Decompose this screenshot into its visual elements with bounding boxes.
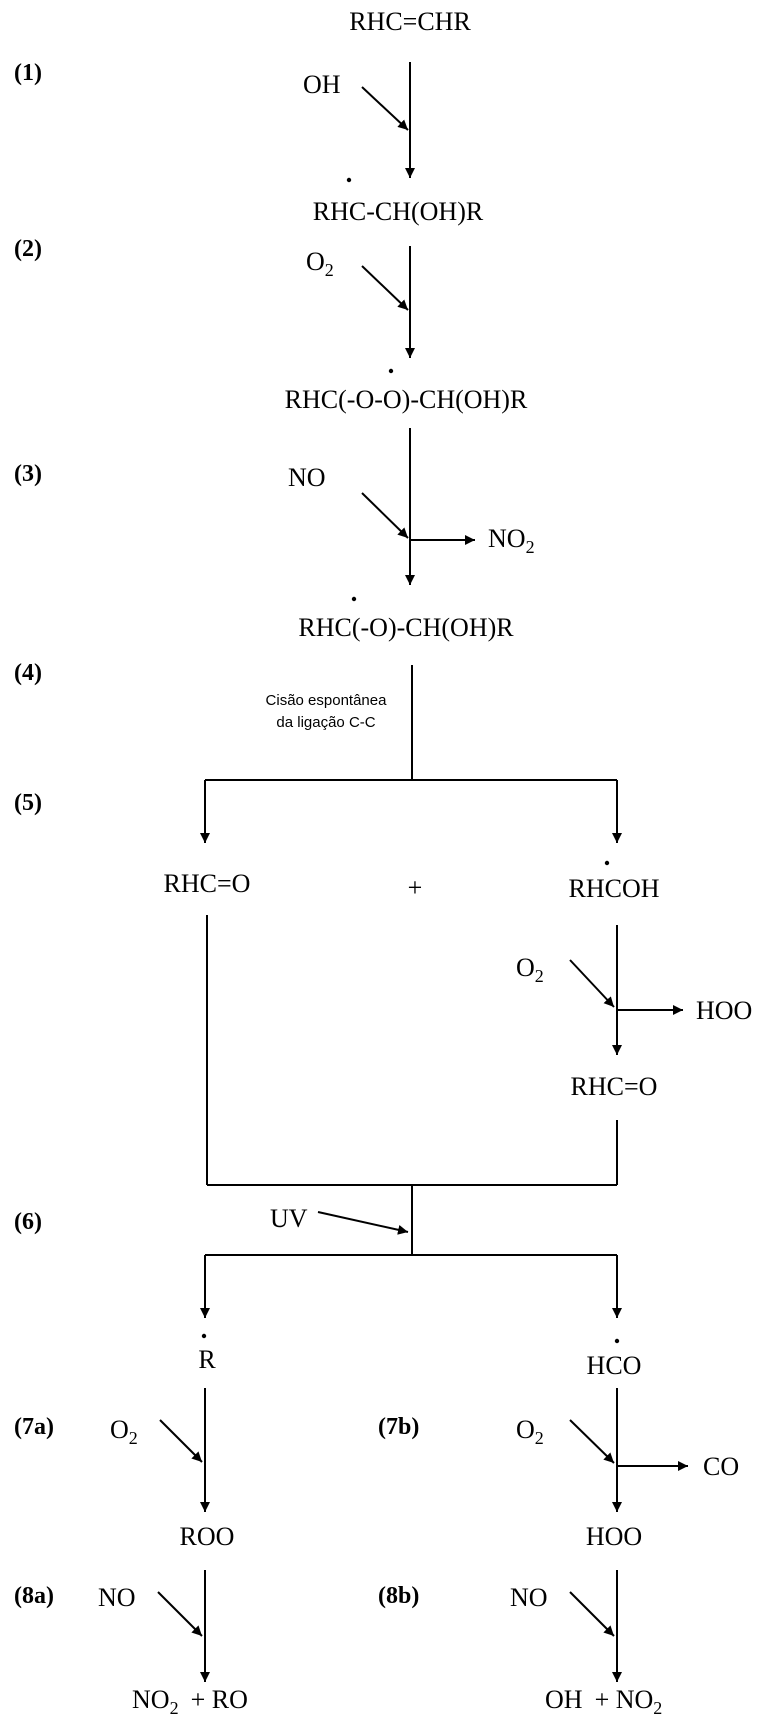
- products-8b: OH+ NO2: [545, 1685, 662, 1715]
- radical-dot: [604, 860, 610, 866]
- uv-label: UV: [270, 1204, 308, 1233]
- no-reagent-label-8b: NO: [510, 1583, 548, 1612]
- hydroxyalkyl-radical-label: RHC-CH(OH)R: [313, 197, 484, 226]
- step-label-6: (6): [14, 1209, 42, 1235]
- arrow-oh-attack: [361, 86, 409, 131]
- aldehyde-left-label: RHC=O: [164, 869, 251, 898]
- arrow-no-8b: [569, 1591, 615, 1637]
- no-reagent-label-8a: NO: [98, 1583, 136, 1612]
- arrow-o2-7a: [159, 1419, 203, 1463]
- hoo-product-label: HOO: [696, 996, 752, 1025]
- step-label-2: (2): [14, 236, 42, 262]
- r-radical-label: R: [198, 1345, 216, 1374]
- step-label-8b: (8b): [378, 1583, 419, 1609]
- radical-dot: [388, 368, 394, 374]
- step-label-8a: (8a): [14, 1583, 54, 1609]
- radical-dot: [201, 1333, 207, 1339]
- products-8a: NO2+ RO: [132, 1685, 248, 1715]
- radical-dot: [346, 177, 352, 183]
- cleavage-note-line2: da ligação C-C: [276, 714, 375, 731]
- arrow-uv: [317, 1211, 409, 1235]
- radical-dot: [614, 1338, 620, 1344]
- no-reagent-label-3: NO: [288, 463, 326, 492]
- o2-reagent-label-5: O2: [516, 953, 544, 986]
- step-label-4: (4): [14, 660, 42, 686]
- aldehyde-right-label: RHC=O: [571, 1072, 658, 1101]
- step-label-7b: (7b): [378, 1414, 419, 1440]
- arrow-o2-7b: [569, 1419, 615, 1464]
- o2-reagent-label-2: O2: [306, 247, 334, 280]
- step-label-7a: (7a): [14, 1414, 54, 1440]
- step-label-3: (3): [14, 461, 42, 487]
- arrow-no-8a: [157, 1591, 203, 1637]
- plus-sign: +: [408, 873, 423, 902]
- step-label-1: (1): [14, 60, 42, 86]
- rhcoh-radical-label: RHCOH: [568, 874, 659, 903]
- alkoxy-radical-label: RHC(-O)-CH(OH)R: [298, 613, 514, 642]
- o2-reagent-label-7a: O2: [110, 1415, 138, 1448]
- arrow-o2-addition: [361, 265, 409, 311]
- hco-radical-label: HCO: [587, 1351, 642, 1380]
- arrow-no-attack: [361, 492, 409, 539]
- roo-radical-label: ROO: [180, 1522, 235, 1551]
- co-product-label: CO: [703, 1452, 739, 1481]
- arrow-o2-abstraction: [569, 959, 615, 1008]
- o2-reagent-label-7b: O2: [516, 1415, 544, 1448]
- peroxy-radical-label: RHC(-O-O)-CH(OH)R: [285, 385, 528, 414]
- step-label-5: (5): [14, 790, 42, 816]
- oh-reagent-label: OH: [303, 70, 341, 99]
- hoo-radical-label: HOO: [586, 1522, 642, 1551]
- cleavage-note-line1: Cisão espontânea: [266, 692, 388, 709]
- alkene-label: RHC=CHR: [349, 7, 471, 36]
- radical-dot: [351, 596, 357, 602]
- no2-product-label-3: NO2: [488, 524, 535, 557]
